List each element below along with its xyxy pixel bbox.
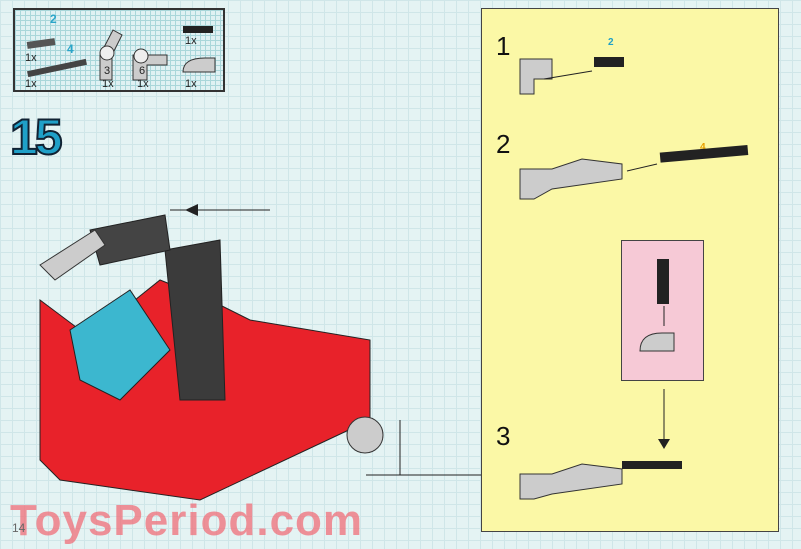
parts-list: 2 1x 4 1x 3 1x 6 1x 1x 1x xyxy=(13,8,225,92)
parts-icons xyxy=(26,26,216,81)
substep-2-part: 4 xyxy=(700,142,706,153)
axle-pin-detail xyxy=(639,259,675,352)
part-qty: 1x xyxy=(25,78,37,90)
part-number: 6 xyxy=(139,65,146,77)
substep-2-number: 2 xyxy=(496,129,511,159)
substep-1-part: 2 xyxy=(608,37,614,48)
substep-3-number: 3 xyxy=(496,421,511,451)
part-qty: 1x xyxy=(185,78,197,90)
part-qty: 1x xyxy=(185,35,197,47)
part-number: 4 xyxy=(67,42,74,56)
part-number: 2 xyxy=(50,12,57,26)
part-qty: 1x xyxy=(25,52,37,64)
step-number: 15 xyxy=(9,108,64,166)
part-qty: 1x xyxy=(137,78,149,90)
part-qty: 1x xyxy=(102,78,114,90)
substep-1-number: 1 xyxy=(496,31,511,61)
detail-inset xyxy=(621,240,704,381)
page-number: 14 xyxy=(12,521,26,535)
watermark: ToysPeriod.com xyxy=(10,496,364,545)
substeps-panel: 1 2 3 2 4 xyxy=(481,8,779,532)
part-number: 3 xyxy=(104,65,111,77)
substep-illustrations xyxy=(519,57,749,500)
